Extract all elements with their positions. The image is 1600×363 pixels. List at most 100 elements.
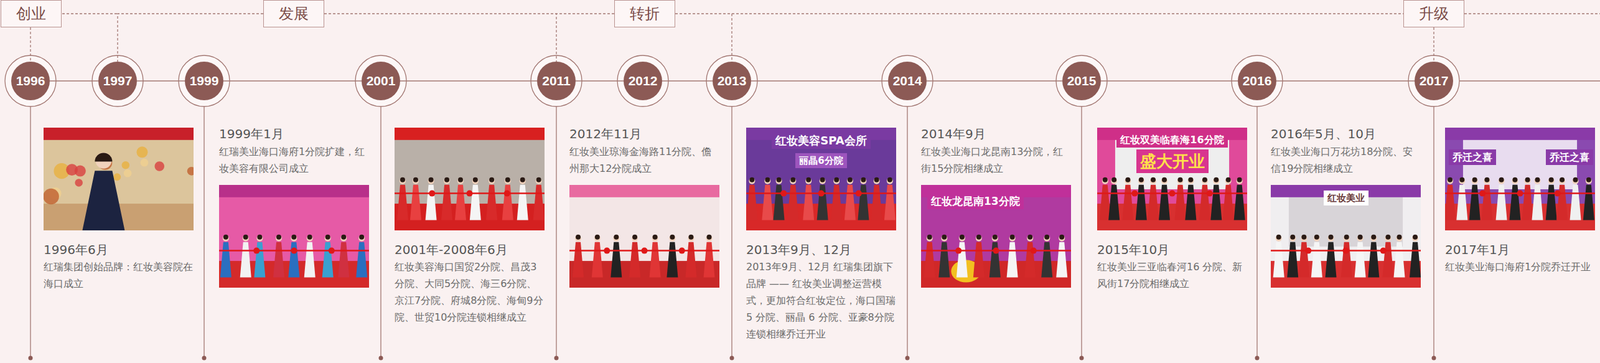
photo-flower <box>140 158 149 167</box>
year-number: 1996 <box>16 73 46 89</box>
year-number: 2017 <box>1419 73 1449 89</box>
date-heading: 2001年-2008年6月 <box>394 241 545 258</box>
photo-person <box>1545 184 1558 221</box>
photo-bow <box>1380 247 1387 254</box>
timeline-segment <box>49 80 99 82</box>
photo-bow <box>603 247 610 254</box>
event-description: 红妆美业海口龙昆南13分院，红街15分院相继成立 <box>921 143 1072 177</box>
photo-head <box>1124 177 1131 185</box>
year-circle: 2015 <box>1062 61 1101 101</box>
column-dot <box>1079 355 1085 361</box>
photo-flower <box>123 169 132 178</box>
photo-sign: 红妆双美临春海16分院 <box>1116 131 1228 148</box>
photo-hair <box>1344 234 1350 240</box>
photo-person <box>1099 184 1111 221</box>
timeline-tail <box>1459 80 1600 82</box>
stage-connector <box>117 13 264 62</box>
photo-person <box>761 184 773 221</box>
photo-person <box>1341 242 1353 278</box>
date-heading: 1996年6月 <box>43 241 194 258</box>
photo-hair <box>613 234 619 240</box>
photo-background <box>569 184 720 288</box>
photo-head <box>776 177 783 185</box>
photo-carpet <box>1097 203 1248 231</box>
photo-head <box>805 177 812 185</box>
photo-bow <box>1305 247 1312 254</box>
year-disc-fill <box>1414 61 1454 101</box>
photo-hair <box>1472 177 1478 183</box>
photo-hair <box>992 234 998 240</box>
photo-hair <box>1459 177 1465 183</box>
photo-head <box>275 235 282 242</box>
photo-bow <box>1554 190 1561 197</box>
photo-head <box>1289 235 1296 242</box>
photo-head <box>594 235 601 242</box>
photo-head <box>290 235 297 242</box>
photo-head <box>95 152 112 169</box>
photo-head <box>306 235 314 242</box>
photo-head <box>631 235 638 242</box>
photo-head <box>764 177 771 185</box>
photo-head <box>488 177 495 185</box>
stage-rule <box>1464 13 1600 14</box>
photo-hair <box>325 234 331 240</box>
column-rule <box>1433 106 1434 356</box>
photo-hair <box>1177 177 1183 183</box>
photo-hair <box>1290 234 1296 240</box>
photo-hair <box>1059 234 1065 240</box>
photo-carpet <box>394 203 545 231</box>
photo-head <box>1102 177 1109 185</box>
photo-hair <box>359 234 365 240</box>
column-rule <box>203 106 205 356</box>
photo-sign: 乔迁之喜 <box>1545 149 1594 165</box>
photo-head <box>846 177 854 185</box>
photo-person <box>220 242 232 278</box>
stage-box: 转折 <box>614 0 676 28</box>
photo-background <box>43 127 194 231</box>
photo-sign: 红妆美业 <box>1323 190 1369 206</box>
photo-person <box>773 184 785 221</box>
event-photo <box>394 127 545 231</box>
photo-head <box>926 235 933 242</box>
timeline-segment <box>926 80 1063 82</box>
photo-person <box>1509 184 1521 221</box>
photo-bow <box>1342 247 1350 254</box>
year-number: 2014 <box>893 73 923 89</box>
photo-hair <box>1484 177 1490 183</box>
photo-person <box>817 184 829 221</box>
photo-person <box>1522 184 1534 221</box>
column-rule <box>1080 106 1082 356</box>
photo-person <box>1456 184 1468 221</box>
photo-hair <box>341 234 347 240</box>
photo-hair <box>1559 177 1565 183</box>
photo-person <box>355 242 368 278</box>
photo-bow <box>1479 190 1486 197</box>
photo-hair <box>1397 234 1403 240</box>
photo-flower <box>121 161 130 169</box>
photo-hair <box>444 177 450 183</box>
photo-head <box>975 235 983 242</box>
photo-hair <box>976 234 982 240</box>
photo-flower <box>65 163 78 176</box>
year-ring <box>178 55 230 107</box>
photo-background <box>1270 184 1421 288</box>
event-description: 红妆美业海口万花坊18分院、安信19分院相继成立 <box>1270 143 1421 177</box>
photo-bow <box>993 247 1000 254</box>
photo-person <box>1583 184 1595 221</box>
column-dot <box>1431 355 1437 361</box>
photo-person <box>1325 242 1337 278</box>
photo-person <box>517 184 529 221</box>
column-rule <box>555 106 557 356</box>
photo-head <box>1176 177 1184 185</box>
photo-ribbon <box>746 192 897 195</box>
date-heading: 2017年1月 <box>1445 241 1596 258</box>
photo-hair <box>959 234 965 240</box>
photo-person <box>1409 242 1421 278</box>
photo-head <box>324 235 332 242</box>
photo-person <box>1135 184 1147 221</box>
photo-person <box>884 184 896 221</box>
stage-rule <box>62 13 118 14</box>
photo-sign: 丽晶6分院 <box>795 153 847 169</box>
photo-person <box>1496 184 1508 221</box>
photo-head <box>1009 235 1016 242</box>
